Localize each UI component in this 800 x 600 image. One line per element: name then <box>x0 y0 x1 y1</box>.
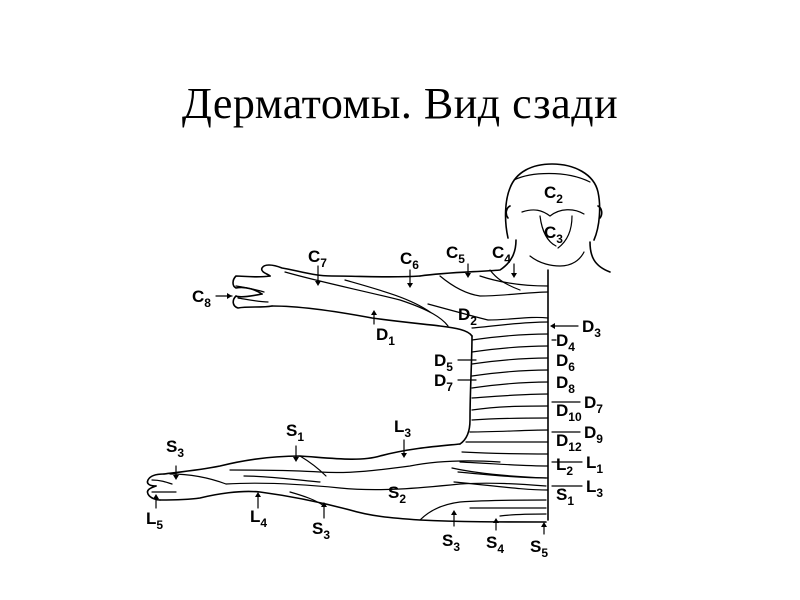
head-outline <box>504 163 603 249</box>
label-d5: D5 <box>434 351 453 374</box>
label-l3-right: L3 <box>586 477 603 500</box>
label-d2: D2 <box>458 305 477 328</box>
label-d3: D3 <box>582 317 601 340</box>
label-d7-left: D7 <box>434 371 453 394</box>
label-s4: S4 <box>486 533 504 556</box>
label-c6: C6 <box>400 249 419 272</box>
label-d7-right: D7 <box>584 393 603 416</box>
label-c5: C5 <box>446 243 465 266</box>
neck-shoulder-outline <box>419 239 611 291</box>
foot-outline <box>146 473 227 501</box>
label-c3: C3 <box>544 223 563 246</box>
label-c2: C2 <box>544 183 563 206</box>
label-d9: D9 <box>584 423 603 446</box>
leg-outline <box>159 443 547 523</box>
label-d1: D1 <box>376 325 395 348</box>
torso-outline <box>459 269 549 521</box>
label-c4: C4 <box>492 243 511 266</box>
label-s3-bottom: S3 <box>442 531 460 554</box>
label-d4: D4 <box>556 331 575 354</box>
label-l2: L2 <box>556 455 573 478</box>
label-c8: C8 <box>192 287 211 310</box>
page-title: Дерматомы. Вид сзади <box>181 79 619 128</box>
label-d8: D8 <box>556 373 575 396</box>
label-l5: L5 <box>146 509 163 532</box>
label-s3-left: S3 <box>166 437 184 460</box>
label-d12: D12 <box>556 431 582 454</box>
label-s5: S5 <box>530 537 548 560</box>
label-s1-left: S1 <box>286 421 304 444</box>
label-d6: D6 <box>556 351 575 374</box>
label-l4: L4 <box>250 507 267 530</box>
label-l1: L1 <box>586 453 603 476</box>
label-c7: C7 <box>308 247 327 270</box>
pointer-arrows <box>153 263 583 535</box>
label-l3-left: L3 <box>394 417 411 440</box>
upper-arm-outline <box>260 264 549 337</box>
rib-dermatome-lines <box>453 321 549 491</box>
label-s3-mid: S3 <box>312 519 330 542</box>
label-d10: D10 <box>556 401 582 424</box>
label-s2: S2 <box>388 483 406 506</box>
upper-hand-outline <box>232 275 273 309</box>
label-s1-right: S1 <box>556 485 574 508</box>
